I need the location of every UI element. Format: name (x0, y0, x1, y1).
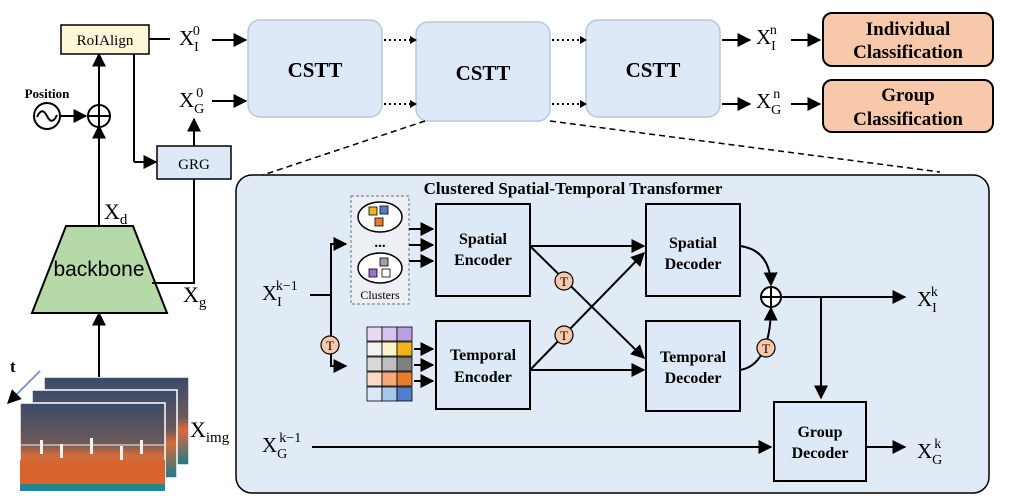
cstt-block-3 (585, 19, 721, 118)
individual-label-1: Individual (866, 19, 951, 40)
group-decoder-label-2: Decoder (792, 445, 849, 462)
cluster-2 (357, 252, 403, 284)
backbone-label: backbone (53, 258, 144, 281)
token-cell (396, 386, 413, 402)
token-cell (381, 326, 398, 342)
temporal-encoder-label-1: Temporal (450, 347, 517, 364)
group-decoder-label-1: Group (797, 424, 842, 441)
input-frames (19, 376, 190, 492)
xik-label: XIk (917, 285, 938, 316)
xd-label: Xd (104, 199, 128, 228)
transpose-badge: T (554, 325, 574, 345)
time-axis: t (7, 357, 41, 404)
roialign-label: RoIAlign (77, 33, 134, 49)
detail-title: Clustered Spatial-Temporal Transformer (424, 179, 723, 198)
token-cell (381, 371, 398, 387)
clusters-ellipsis: ... (374, 235, 386, 251)
xgk1-label: XGk−1 (262, 431, 301, 462)
xik1-label: XIk−1 (262, 279, 298, 310)
token-cell (396, 356, 413, 372)
cstt-block-1 (247, 19, 383, 118)
svg-text:T: T (560, 328, 568, 343)
token-cell (381, 386, 398, 402)
token-cell (381, 341, 398, 357)
cstt-label-1: CSTT (288, 58, 343, 82)
temporal-decoder-label-1: Temporal (660, 349, 727, 366)
time-label: t (10, 357, 16, 376)
temporal-decoder-label-2: Decoder (665, 370, 722, 387)
spatial-decoder-block (645, 203, 741, 297)
individual-classification-box (822, 12, 994, 67)
xi0-label: XI0 (179, 24, 200, 55)
xg0-label: XG0 (179, 86, 204, 117)
token-cell (366, 356, 383, 372)
group-decoder-block (773, 401, 867, 482)
grg-label: GRG (178, 157, 210, 173)
token-cell (396, 371, 413, 387)
token-cell (396, 341, 413, 357)
token-cell (366, 371, 383, 387)
group-classification-box (822, 79, 994, 133)
token-cell (366, 326, 383, 342)
xg-label: Xg (183, 282, 207, 311)
svg-text:T: T (326, 338, 334, 353)
ximg-label: Ximg (190, 417, 230, 446)
transpose-badge: T (554, 271, 574, 291)
individual-label-2: Classification (853, 42, 963, 63)
temporal-encoder-label-2: Encoder (454, 369, 512, 386)
cstt-block-2 (415, 21, 551, 122)
add-icon (760, 286, 782, 308)
cstt-label-3: CSTT (626, 58, 681, 82)
spatial-encoder-block (435, 203, 531, 297)
svg-text:T: T (560, 274, 568, 289)
temporal-decoder-block (645, 320, 741, 412)
clusters-label: Clusters (360, 288, 400, 302)
cstt-label-2: CSTT (456, 61, 511, 85)
token-cell (396, 326, 413, 342)
svg-text:T: T (762, 341, 770, 356)
cstt-detail-panel (235, 174, 990, 494)
token-cell (366, 386, 383, 402)
temporal-encoder-block (435, 320, 531, 410)
temporal-token-grid (366, 326, 413, 402)
transpose-badge: T (756, 338, 776, 358)
xin-label: XIn (756, 23, 777, 54)
transpose-badge: T (320, 335, 340, 355)
spatial-decoder-label-1: Spatial (669, 235, 718, 252)
position-label: Position (25, 86, 71, 101)
xgk-label: XGk (917, 437, 942, 468)
add-icon (87, 104, 111, 128)
roialign-block (60, 24, 150, 55)
backbone-block (30, 225, 169, 314)
group-label-1: Group (881, 85, 935, 106)
group-label-2: Classification (853, 109, 963, 130)
spatial-encoder-label-2: Encoder (454, 252, 512, 269)
token-cell (381, 356, 398, 372)
token-cell (366, 341, 383, 357)
spatial-encoder-label-1: Spatial (459, 231, 508, 248)
grg-block (156, 145, 232, 180)
spatial-decoder-label-2: Decoder (665, 256, 722, 273)
xgn-label: XGn (756, 87, 781, 118)
